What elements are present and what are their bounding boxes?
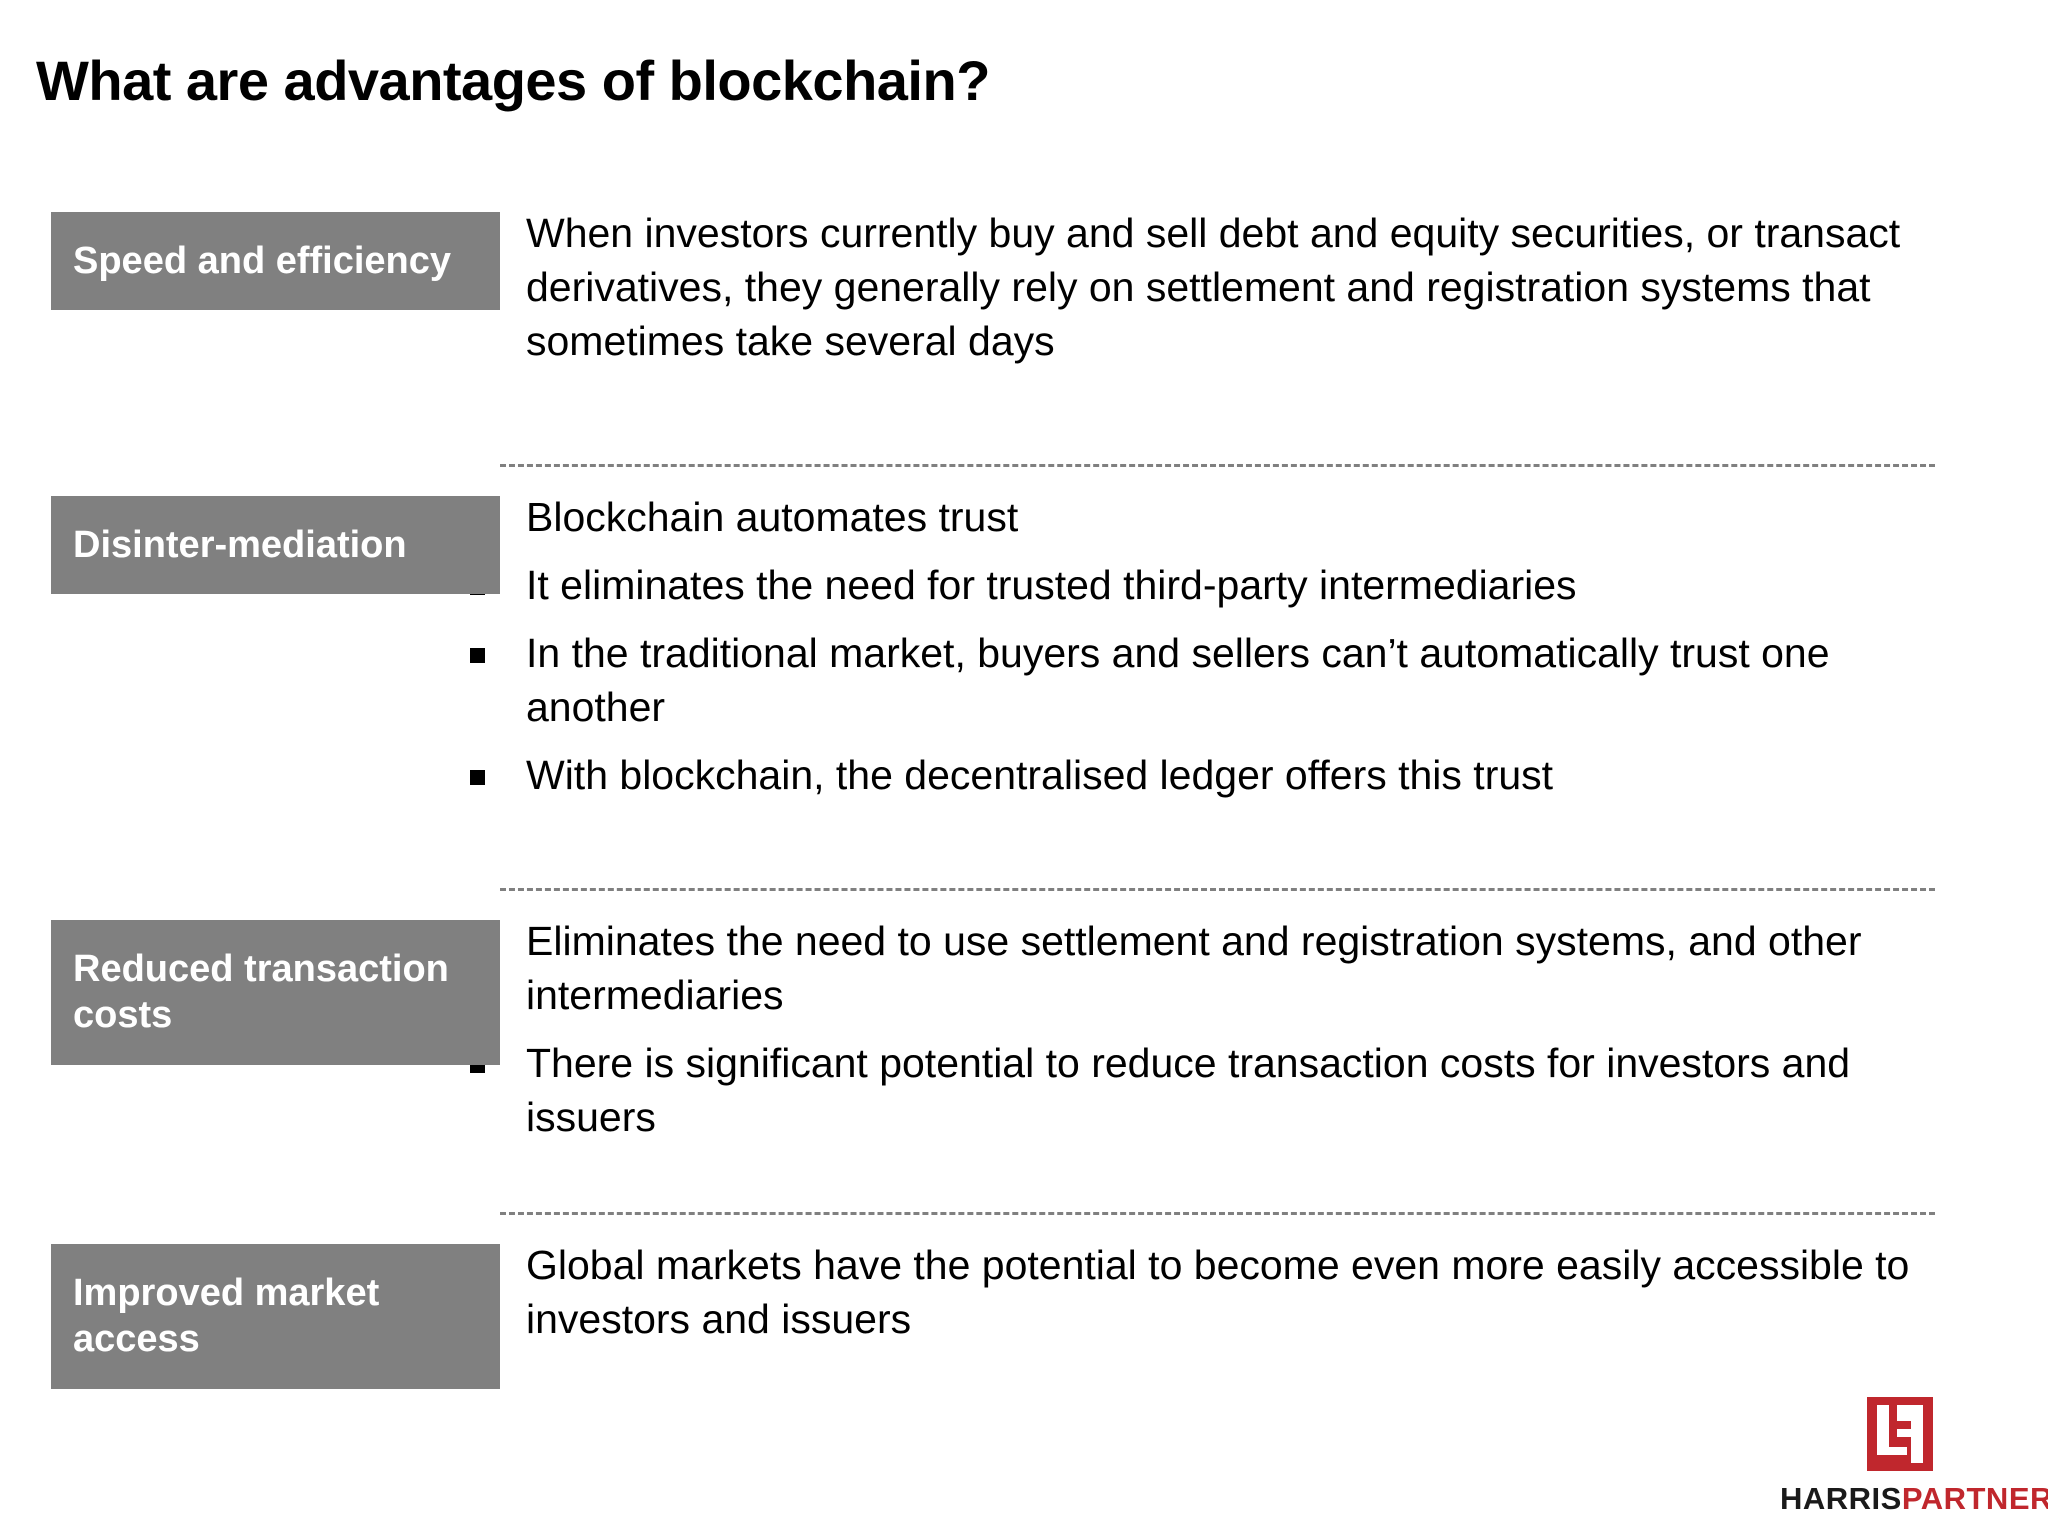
square-bullet-icon	[470, 648, 486, 664]
section-speed-and-efficiency: Speed and efficiency When investors curr…	[0, 200, 2048, 450]
section-disintermediation: Disinter-mediation Blockchain automates …	[0, 484, 2048, 874]
logo-word-harris: HARRIS	[1780, 1481, 1902, 1516]
logo-wordmark: HARRISPARTNERS	[1780, 1481, 2048, 1516]
bullet-text: There is significant potential to reduce…	[526, 1040, 1851, 1141]
bullets-column: Blockchain automates trust It eliminates…	[450, 484, 2048, 803]
list-item: With blockchain, the decentralised ledge…	[470, 748, 1958, 802]
section-label-speed-and-efficiency: Speed and efficiency	[51, 212, 500, 311]
list-item: Eliminates the need to use settlement an…	[470, 914, 1958, 1022]
list-item: There is significant potential to reduce…	[470, 1036, 1958, 1144]
section-reduced-transaction-costs: Reduced transaction costs Eliminates the…	[0, 908, 2048, 1198]
section-divider	[500, 1212, 1935, 1216]
list-item: When investors currently buy and sell de…	[470, 206, 1958, 368]
section-divider	[500, 464, 1935, 468]
bullet-text: Blockchain automates trust	[526, 494, 1019, 540]
divider-wrap-1	[0, 450, 2048, 484]
section-label-improved-market-access: Improved market access	[51, 1244, 500, 1389]
divider-wrap-3	[0, 1198, 2048, 1232]
bullet-text: Global markets have the potential to bec…	[526, 1242, 1910, 1343]
square-bullet-icon	[470, 770, 486, 786]
logo-word-partners: PARTNERS	[1901, 1481, 2048, 1516]
bullet-text: Eliminates the need to use settlement an…	[526, 918, 1862, 1019]
list-item: It eliminates the need for trusted third…	[470, 558, 1958, 612]
list-item: In the traditional market, buyers and se…	[470, 626, 1958, 734]
list-item: Blockchain automates trust	[470, 490, 1958, 544]
harris-partners-logo: HARRISPARTNERS	[1780, 1397, 2048, 1516]
bullets-column: Eliminates the need to use settlement an…	[450, 908, 2048, 1144]
list-item: Global markets have the potential to bec…	[470, 1238, 1958, 1346]
section-label-reduced-transaction-costs: Reduced transaction costs	[51, 920, 500, 1065]
sections-container: Speed and efficiency When investors curr…	[0, 200, 2048, 1432]
bullet-text: With blockchain, the decentralised ledge…	[526, 752, 1554, 799]
section-improved-market-access: Improved market access Global markets ha…	[0, 1232, 2048, 1432]
bullet-text: In the traditional market, buyers and se…	[526, 630, 1830, 731]
divider-wrap-2	[0, 874, 2048, 908]
section-label-disintermediation: Disinter-mediation	[51, 496, 500, 595]
bullets-column: When investors currently buy and sell de…	[450, 200, 2048, 368]
bullet-text: When investors currently buy and sell de…	[526, 210, 1901, 365]
bullet-text: It eliminates the need for trusted third…	[526, 562, 1577, 609]
section-divider	[500, 888, 1935, 892]
page-title: What are advantages of blockchain?	[36, 49, 990, 112]
harris-partners-mark-icon	[1867, 1397, 1933, 1471]
bullets-column: Global markets have the potential to bec…	[450, 1232, 2048, 1346]
